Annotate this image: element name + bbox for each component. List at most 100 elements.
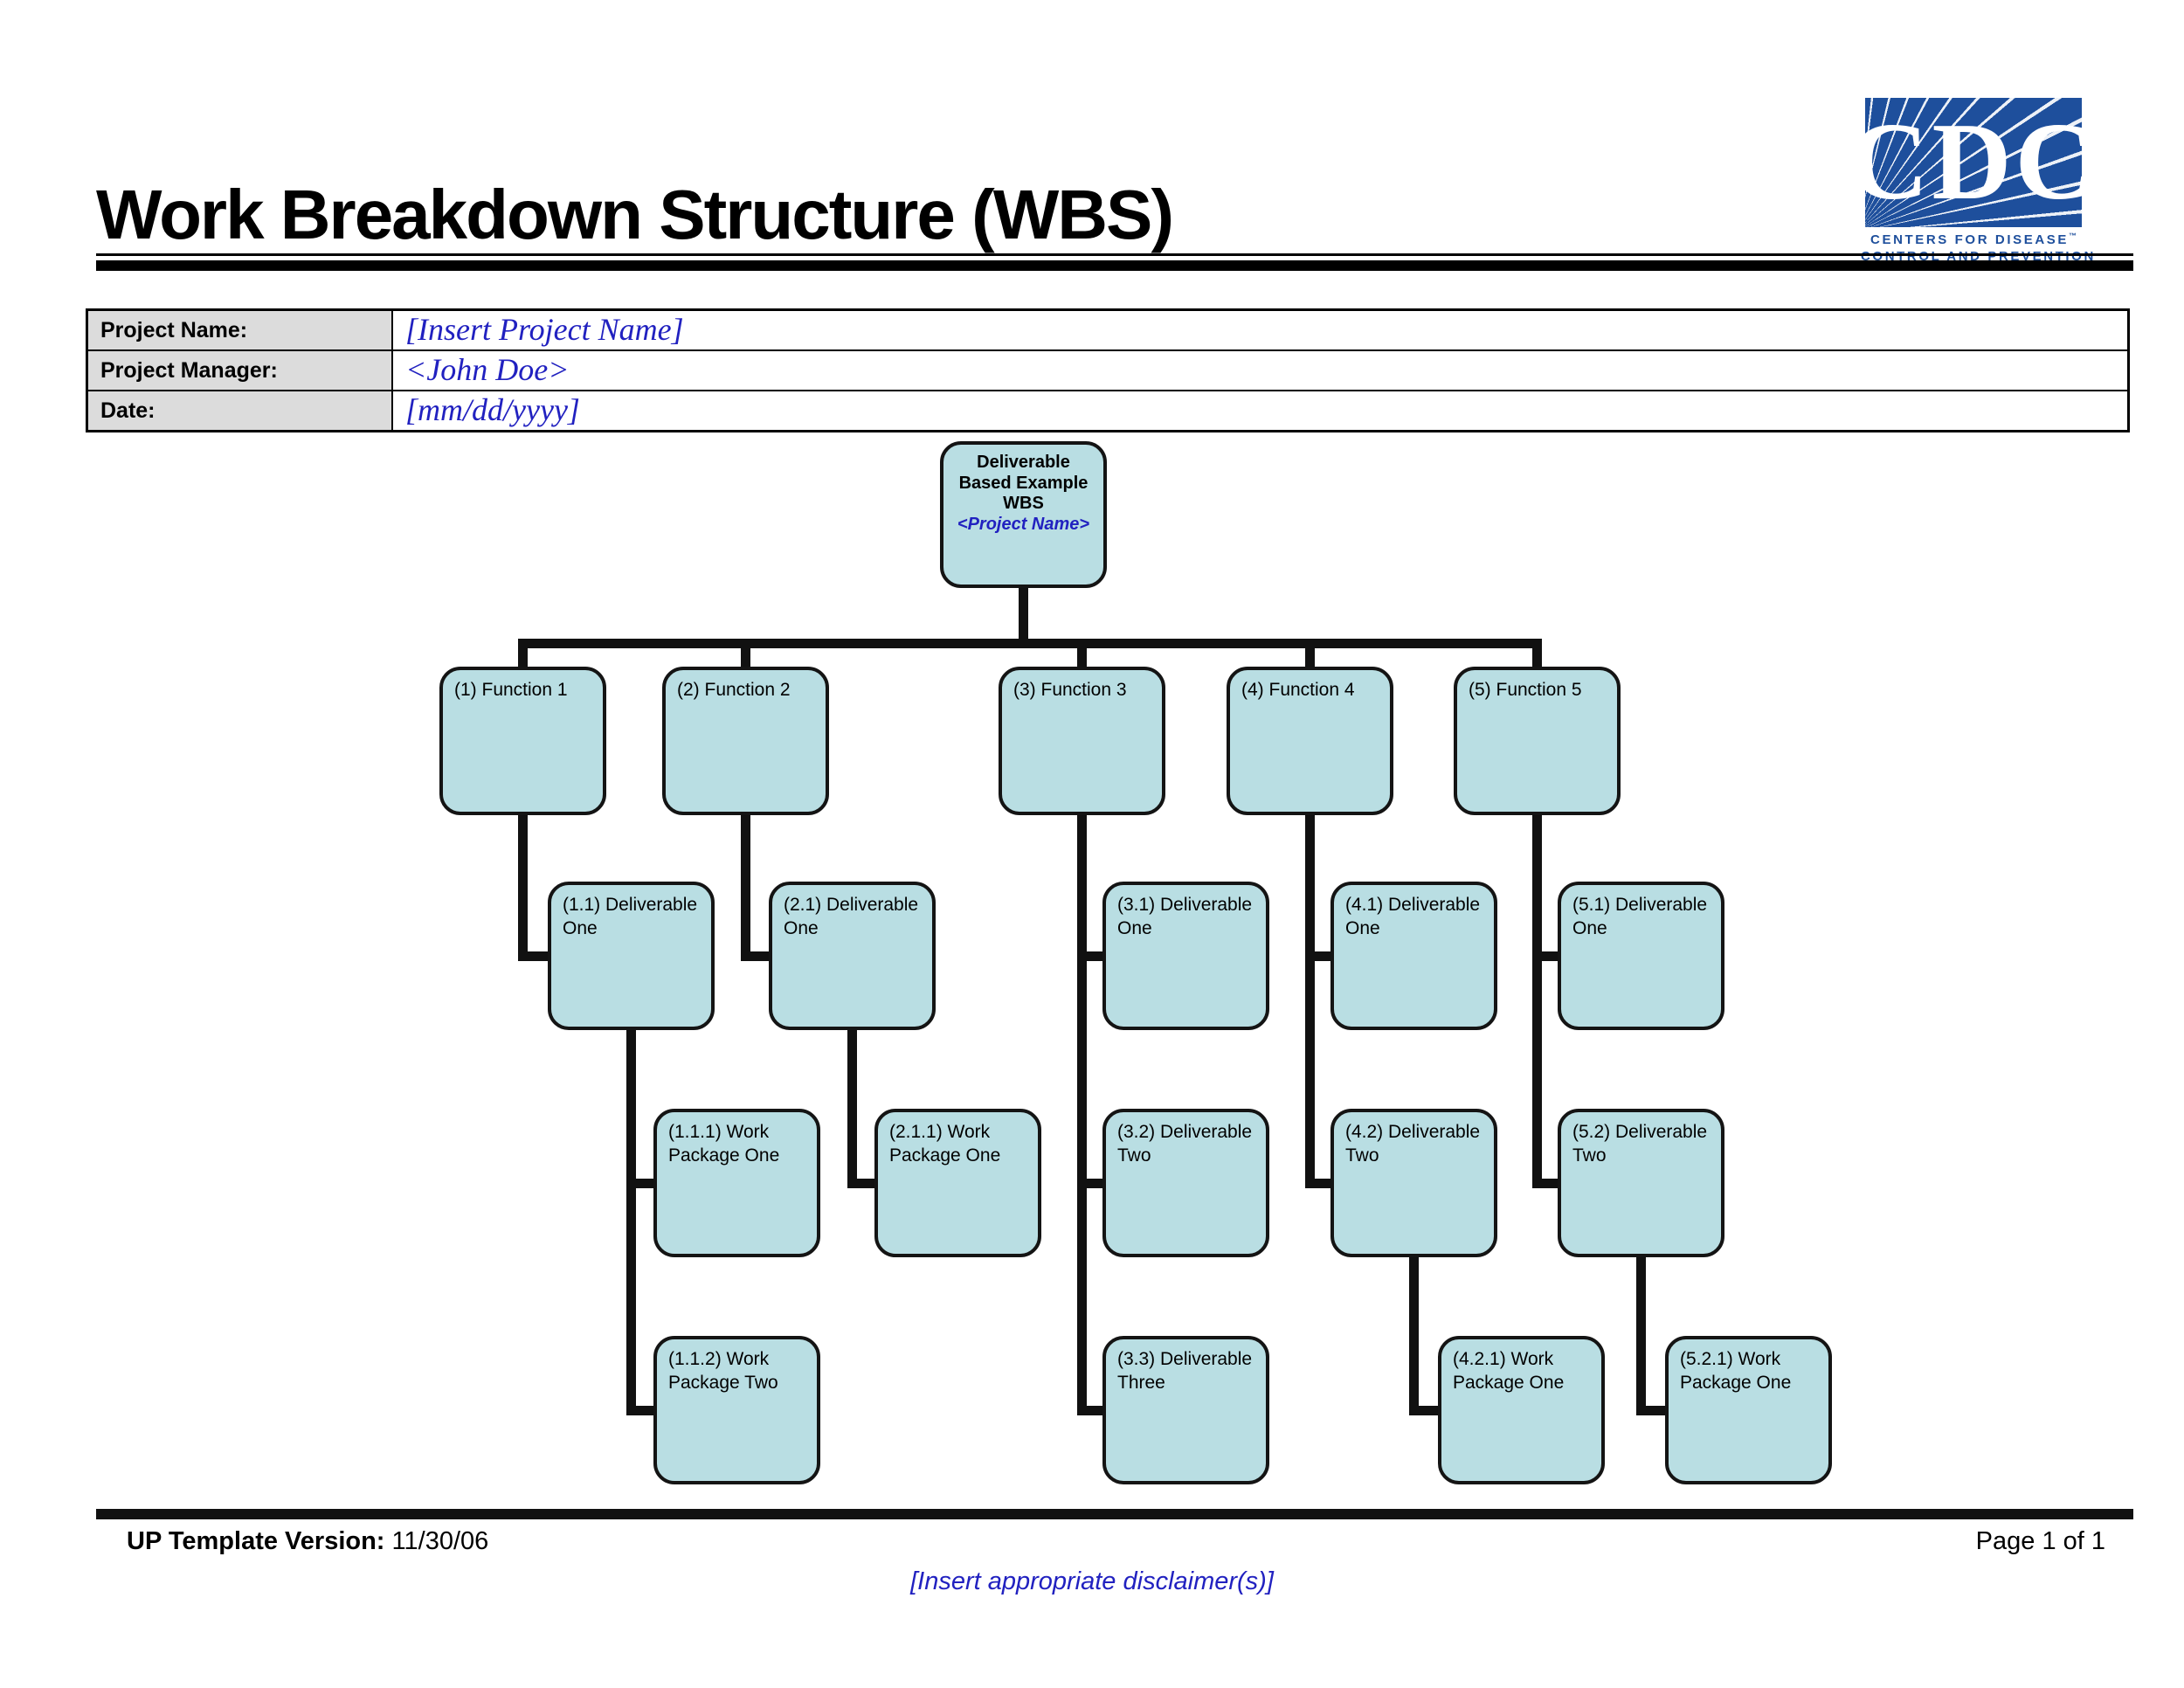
wbs-node-label: (5.2.1) Work (1680, 1349, 1781, 1369)
title-underline-thick (96, 260, 2133, 271)
wbs-node-label: (5) Function 5 (1469, 680, 1582, 700)
connector-line (1077, 815, 1087, 1415)
wbs-node-label: Package One (1680, 1373, 1792, 1394)
connector-line (1305, 815, 1315, 1188)
wbs-node-label: Package Two (668, 1373, 778, 1394)
connector-line (847, 1178, 874, 1188)
connector-line (1019, 588, 1028, 648)
connector-line (1636, 1257, 1646, 1415)
wbs-node-f2: (2) Function 2 (662, 667, 829, 815)
connector-line (626, 1178, 653, 1188)
template-version-label: UP Template Version: (127, 1527, 385, 1555)
date-row: Date: [mm/dd/yyyy] (86, 390, 2130, 432)
wbs-node-label: Package One (1453, 1373, 1565, 1394)
wbs-node-f1: (1) Function 1 (439, 667, 606, 815)
wbs-node-label: WBS (1003, 494, 1044, 514)
page-indicator: Page 1 of 1 (1975, 1527, 2105, 1555)
connector-line (1532, 951, 1558, 961)
date-label: Date: (86, 390, 393, 432)
wbs-node-label: (5.2) Deliverable (1572, 1122, 1708, 1142)
project-manager-field[interactable]: <John Doe> (391, 349, 2130, 391)
wbs-node-label: Based Example (958, 473, 1089, 493)
wbs-node-label: (3.3) Deliverable (1117, 1349, 1253, 1369)
connector-line (741, 951, 769, 961)
template-version-value: 11/30/06 (391, 1527, 489, 1555)
trademark-symbol: ™ (2068, 232, 2077, 240)
connector-line (1532, 1178, 1558, 1188)
connector-line (741, 815, 750, 961)
connector-line (1532, 815, 1542, 1188)
template-version: UP Template Version: 11/30/06 (127, 1527, 488, 1556)
cdc-tagline-line1: CENTERS FOR DISEASE (1870, 232, 2069, 247)
connector-line (1409, 1405, 1438, 1415)
wbs-node-label: Three (1117, 1373, 1165, 1394)
wbs-node-label: One (784, 918, 819, 939)
wbs-node-label: (3) Function 3 (1013, 680, 1127, 700)
connector-line (1077, 639, 1087, 667)
wbs-node-label: (2) Function 2 (677, 680, 791, 700)
disclaimer-text: [Insert appropriate disclaimer(s)] (910, 1567, 1274, 1595)
wbs-node-label: (1.1.1) Work (668, 1122, 770, 1142)
wbs-node-label: (5.1) Deliverable (1572, 895, 1708, 915)
connector-line (1305, 951, 1330, 961)
wbs-node-label: (2.1.1) Work (889, 1122, 991, 1142)
connector-line (1409, 1257, 1419, 1415)
wbs-node-label: (4) Function 4 (1241, 680, 1355, 700)
page-title: Work Breakdown Structure (WBS) (96, 176, 1174, 253)
connector-line (1077, 1405, 1102, 1415)
wbs-node-f3: (3) Function 3 (999, 667, 1165, 815)
wbs-node-label: Two (1117, 1145, 1151, 1166)
date-field[interactable]: [mm/dd/yyyy] (391, 390, 2130, 432)
project-manager-label: Project Manager: (86, 349, 393, 391)
wbs-node-label: (1) Function 1 (454, 680, 568, 700)
connector-line (1532, 639, 1542, 667)
connector-line (1305, 639, 1315, 667)
cdc-logo-mark: CDC (1865, 98, 2082, 227)
wbs-node-label: Two (1345, 1145, 1379, 1166)
wbs-node-label: One (1345, 918, 1380, 939)
wbs-node-label: One (1572, 918, 1607, 939)
connector-line (626, 1405, 653, 1415)
connector-line (518, 951, 548, 961)
wbs-node-label: (2.1) Deliverable (784, 895, 919, 915)
connector-line (626, 1030, 636, 1415)
wbs-node-f4: (4) Function 4 (1227, 667, 1393, 815)
wbs-node-label: (3.1) Deliverable (1117, 895, 1253, 915)
wbs-node-f5: (5) Function 5 (1454, 667, 1621, 815)
connector-line (741, 639, 750, 667)
connector-line (518, 815, 528, 961)
connector-line (1077, 951, 1102, 961)
footer-rule (96, 1509, 2133, 1519)
cdc-logo: CDC CENTERS FOR DISEASE™ CONTROL AND PRE… (1861, 98, 2093, 266)
connector-line (518, 639, 528, 667)
wbs-node-label: Deliverable (977, 453, 1070, 472)
wbs-node-label: Package One (668, 1145, 780, 1166)
project-info-table: Project Name: [Insert Project Name] Proj… (86, 308, 2130, 432)
title-underline-thin (96, 253, 2133, 256)
wbs-node-label: (1.1.2) Work (668, 1349, 770, 1369)
connector-line (1305, 1178, 1330, 1188)
wbs-node-label: One (1117, 918, 1152, 939)
cdc-logo-acronym: CDC (1865, 101, 2082, 223)
cdc-logo-tagline: CENTERS FOR DISEASE™ CONTROL AND PREVENT… (1861, 232, 2093, 266)
wbs-node-label: One (563, 918, 598, 939)
project-name-field[interactable]: [Insert Project Name] (391, 308, 2130, 351)
wbs-node-label: Two (1572, 1145, 1607, 1166)
wbs-root-project-name: <Project Name> (957, 514, 1090, 534)
wbs-node-label: (3.2) Deliverable (1117, 1122, 1253, 1142)
